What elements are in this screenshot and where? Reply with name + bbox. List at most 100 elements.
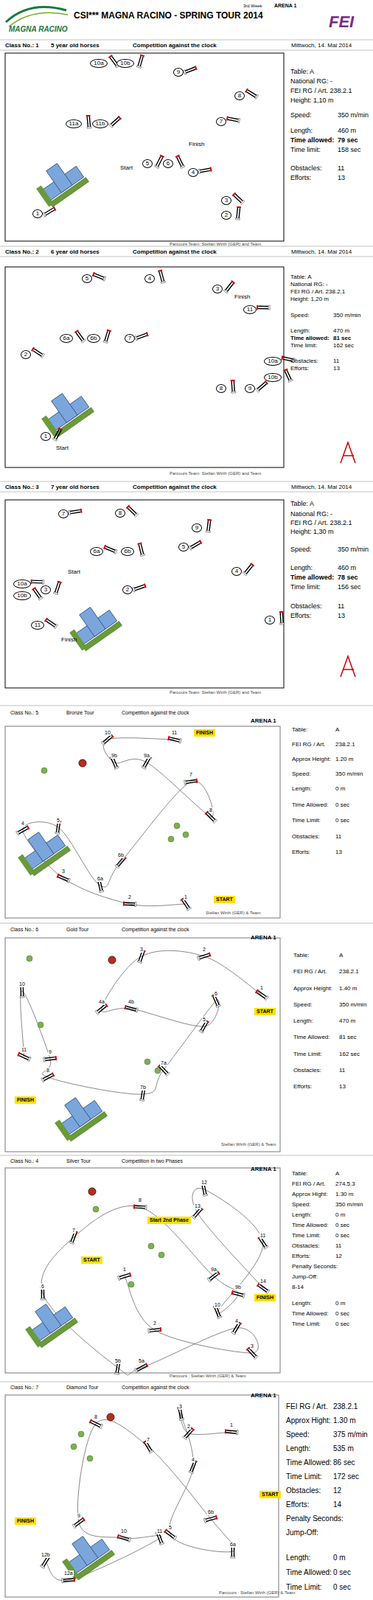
jump-symbol [103, 329, 112, 344]
info-text: A [339, 951, 343, 959]
jump-pole [126, 1008, 137, 1011]
grandstand [30, 154, 89, 209]
jump-flag [41, 1077, 45, 1083]
jump-pole [32, 582, 43, 584]
info-text: 11 [339, 1066, 345, 1074]
course-number: 14 [259, 1278, 267, 1285]
obstacle-label: 8 [238, 92, 242, 99]
info-text: Time Limit: [291, 816, 321, 824]
jump-pole [116, 857, 124, 866]
grandstand [72, 1536, 99, 1566]
jump-flag [55, 832, 60, 835]
jump-flag [279, 611, 284, 613]
obstacle-label: 10a [16, 580, 27, 587]
course-number: 3 [61, 868, 66, 875]
obstacle-label: 4 [235, 567, 239, 575]
course-number: 8 [93, 1413, 99, 1420]
jump-pole [44, 1075, 54, 1081]
info-text: Class No.: 4 [10, 1158, 39, 1164]
course-number: 9b [110, 752, 118, 759]
jump-flag [72, 1523, 76, 1529]
jump-pole [89, 116, 90, 127]
info-text: Penalty Seconds: [291, 1262, 338, 1270]
info-text: Table: [291, 1169, 308, 1177]
section-rules [0, 39, 373, 1382]
obstacle-number: 2 [221, 210, 232, 220]
course-number: 5 [56, 817, 61, 824]
jump-pole [207, 812, 216, 820]
info-text: 460 m [337, 126, 357, 135]
jump-symbol [184, 778, 199, 785]
jump-flag [266, 1289, 270, 1294]
jump-flag [145, 1362, 149, 1367]
info-text: Length: [291, 1299, 312, 1307]
jump-pole [32, 579, 43, 581]
jump-pole [165, 1531, 174, 1538]
jump-pole [207, 520, 209, 531]
obstacle-number: 9 [191, 523, 202, 533]
heading-text: ARENA 1 [250, 1165, 277, 1173]
course-number: 3 [249, 1343, 255, 1349]
jump-pole [182, 900, 188, 909]
info-text: Obstacles: [291, 1242, 320, 1249]
jump-flag [230, 280, 236, 284]
course-number: 7a [159, 1060, 168, 1066]
grandstand [19, 1294, 78, 1349]
info-text: 350 m/min [337, 111, 369, 119]
jump-symbol [188, 539, 203, 550]
jump-flag [16, 830, 20, 836]
info-text: Diamond Tour [66, 1384, 99, 1391]
jump-flag [129, 1272, 132, 1277]
jump-pole [233, 381, 236, 392]
jump-symbol [56, 873, 71, 884]
jump-symbol [134, 1362, 149, 1373]
course-number: 5 [168, 1524, 173, 1531]
jump-pole [44, 1059, 56, 1061]
obstacle-label: 2 [126, 586, 130, 593]
info-text: 13 [337, 611, 345, 620]
jump-pole [183, 898, 190, 908]
jump-pole [185, 782, 197, 784]
info-text: Class No.: 7 [10, 1384, 39, 1391]
jump-flag [244, 88, 249, 93]
jump-pole [185, 1430, 193, 1438]
jump-pole [256, 992, 265, 999]
obstacle-label: 10b [16, 591, 27, 599]
jump-pole [176, 157, 182, 167]
grandstand [28, 832, 54, 862]
info-text: 156 sec [337, 583, 362, 591]
course-number: 7 [71, 1227, 76, 1234]
obstacle-label: 10a [93, 59, 104, 67]
credit-text: Parcours Team: Stellan Wirth (GER) and T… [169, 471, 261, 477]
obstacle-number: 6 [162, 159, 174, 169]
heading-text: 5 year old horses [50, 42, 100, 49]
jump-flag [61, 1578, 65, 1583]
info-text: Speed: [291, 1200, 311, 1208]
jump-symbol [226, 115, 241, 123]
grandstand [36, 384, 94, 439]
info-text: 0 sec [335, 816, 350, 824]
bush [144, 1058, 151, 1065]
info-text: Speed: [290, 111, 312, 119]
jump-flag [199, 539, 203, 545]
info-text: Efforts: [291, 848, 311, 856]
jump-flag [240, 200, 245, 205]
bush [92, 1205, 99, 1212]
jump-flag [123, 901, 125, 906]
course-number: 6a [96, 875, 104, 882]
info-text: 535 m [333, 1444, 354, 1453]
jump-flag [123, 1004, 127, 1010]
info-text: Length: [286, 1553, 311, 1563]
jump-symbol [123, 901, 137, 907]
flower-bed [108, 956, 116, 964]
course-number: 9a [210, 1266, 218, 1273]
jump-pole [185, 779, 197, 781]
info-text: Time limit: [290, 342, 317, 349]
jump-flag [99, 889, 104, 892]
jump-flag [140, 553, 145, 556]
info-text: 238.2.1 [333, 1402, 358, 1411]
info-text: Finish [234, 293, 250, 301]
credit-text: Parcours : Stellan Wirth (GER) & Team [169, 1373, 247, 1379]
obstacle-label: 9 [248, 384, 252, 392]
